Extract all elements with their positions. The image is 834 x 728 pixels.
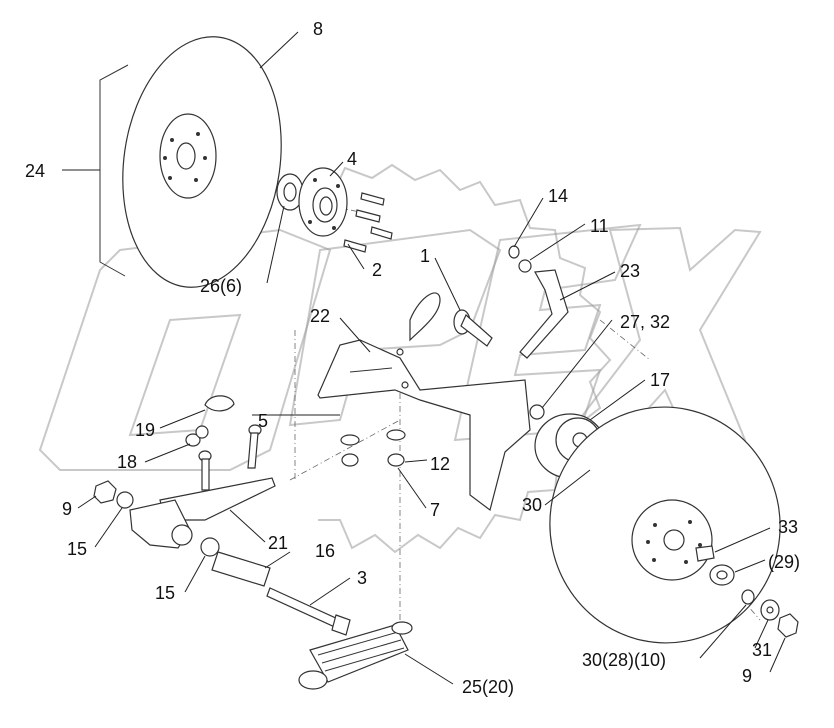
label-31: 31 (752, 640, 772, 660)
label-15-lower: 15 (155, 583, 175, 603)
label-30-28-10: 30(28)(10) (582, 650, 666, 670)
opex-watermark-logo (38, 163, 762, 554)
label-11: 11 (590, 216, 609, 236)
label-24: 24 (25, 161, 45, 181)
label-3: 3 (357, 568, 367, 588)
bush-15-lower (200, 537, 220, 557)
bolts-5 (198, 424, 262, 491)
washer-11 (518, 259, 532, 273)
label-21: 21 (268, 533, 288, 553)
label-27-32: 27, 32 (620, 312, 670, 332)
label-26-6: 26(6) (200, 276, 242, 296)
label-12: 12 (430, 454, 450, 474)
scraper-23 (519, 269, 569, 359)
washer-27-32 (529, 404, 545, 420)
nuts-7-12 (340, 429, 406, 467)
bush-15-upper (116, 491, 134, 509)
part-24-bracket (99, 64, 129, 277)
label-33: 33 (778, 517, 798, 537)
part-labels: 8 24 4 26(6) 2 1 14 11 23 27, 32 22 17 5… (25, 19, 800, 697)
sleeve-16 (211, 551, 271, 587)
disc-left (122, 36, 282, 288)
washer-31 (760, 599, 780, 621)
fitting-18 (185, 425, 209, 447)
label-14: 14 (548, 186, 568, 206)
bolt-1 (453, 309, 493, 347)
washer-29 (709, 564, 735, 586)
label-23: 23 (620, 261, 640, 281)
lever-arm-21 (129, 477, 276, 549)
label-25-20: 25(20) (462, 677, 514, 697)
label-2: 2 (372, 260, 382, 280)
label-9-left: 9 (62, 499, 72, 519)
label-22: 22 (310, 306, 330, 326)
hub-4 (298, 167, 348, 237)
bolts-2 (343, 192, 393, 253)
label-18: 18 (117, 452, 137, 472)
label-1: 1 (420, 246, 430, 266)
bearing-26 (276, 173, 304, 211)
long-bolt-3 (266, 587, 351, 636)
washer-14 (508, 245, 520, 259)
nut-9-left (93, 480, 117, 504)
nut-9-right (777, 613, 799, 638)
washer-30-28-10 (741, 589, 755, 605)
label-7: 7 (430, 500, 440, 520)
spring-25 (298, 621, 413, 690)
clip-19 (204, 395, 235, 412)
label-16: 16 (315, 541, 335, 561)
label-30: 30 (522, 495, 542, 515)
label-17: 17 (650, 370, 670, 390)
label-8: 8 (313, 19, 323, 39)
label-5: 5 (258, 411, 268, 431)
label-19: 19 (135, 420, 155, 440)
label-9-right: 9 (742, 666, 752, 686)
label-29: (29) (768, 552, 800, 572)
label-4: 4 (347, 149, 357, 169)
leader-lines (62, 31, 786, 685)
frame-bracket-22 (317, 292, 531, 512)
label-15-upper: 15 (67, 539, 87, 559)
sleeve-33 (695, 545, 715, 562)
